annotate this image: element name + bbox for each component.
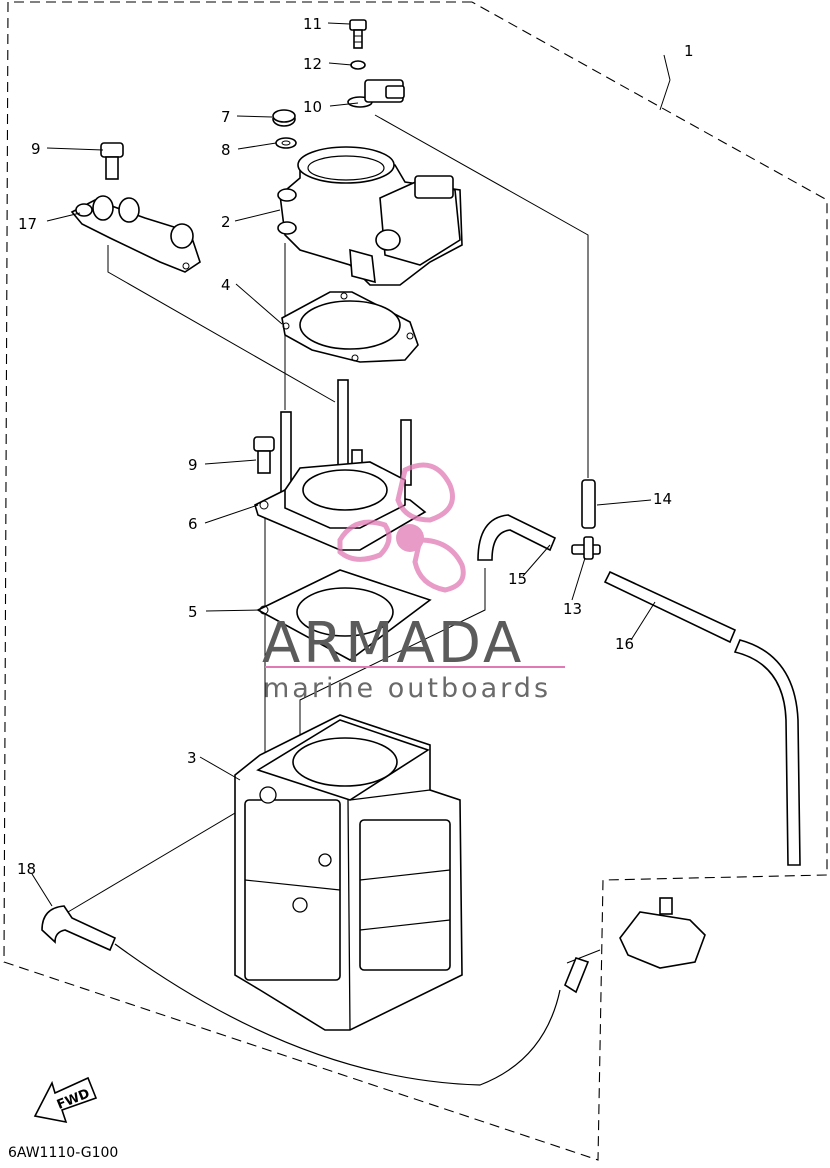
callout-18: 18 xyxy=(17,860,36,878)
diagram-code: 6AW1110-G100 xyxy=(8,1145,118,1161)
fitting-13 xyxy=(571,536,601,560)
callout-13: 13 xyxy=(563,600,582,618)
throttle-body-2 xyxy=(277,146,463,286)
callout-15: 15 xyxy=(508,570,527,588)
armada-logo-icon xyxy=(337,462,466,593)
watermark-brand: ARMADA xyxy=(262,611,524,676)
nut-7 xyxy=(272,109,296,127)
callout-9-mid: 9 xyxy=(188,456,198,474)
bolt-9-mid xyxy=(253,436,275,474)
intake-manifold-3 xyxy=(234,714,463,1031)
reference-lines xyxy=(67,114,601,964)
callout-9-top: 9 xyxy=(31,140,41,158)
bolt-11 xyxy=(349,19,367,49)
bracket-17 xyxy=(70,195,201,273)
watermark-tagline: marine outboards xyxy=(263,673,551,704)
assembly-boundary xyxy=(3,1,828,1161)
hose-18-line xyxy=(114,943,561,1086)
callout-leaders xyxy=(31,22,671,907)
callout-11: 11 xyxy=(303,15,322,33)
tube-14 xyxy=(581,479,596,529)
hose-18-end xyxy=(564,957,590,994)
sensor-10 xyxy=(347,79,405,108)
washer-8 xyxy=(275,137,297,149)
gasket-4 xyxy=(281,291,419,363)
callout-6: 6 xyxy=(188,515,198,533)
callout-2: 2 xyxy=(221,213,231,231)
callout-10: 10 xyxy=(303,98,322,116)
hose-15 xyxy=(477,514,557,561)
solenoid xyxy=(619,897,706,969)
gasket-5 xyxy=(256,569,432,661)
hose-18 xyxy=(41,905,117,952)
callout-4: 4 xyxy=(221,276,231,294)
callout-3: 3 xyxy=(187,749,197,767)
fwd-arrow: FWD xyxy=(33,1076,98,1124)
callout-5: 5 xyxy=(188,603,198,621)
callout-17: 17 xyxy=(18,215,37,233)
callouts: 1 2 3 4 5 6 7 8 9 9 10 11 12 13 14 15 16… xyxy=(17,15,694,878)
adapter-plate-6 xyxy=(254,461,427,551)
hose-16 xyxy=(603,570,801,866)
bolt-9-top xyxy=(100,142,124,180)
washer-12 xyxy=(350,60,366,70)
callout-16: 16 xyxy=(615,635,634,653)
callout-7: 7 xyxy=(221,108,231,126)
washer-8-hole xyxy=(281,140,291,146)
callout-8: 8 xyxy=(221,141,231,159)
callout-1: 1 xyxy=(684,42,694,60)
callout-14: 14 xyxy=(653,490,672,508)
callout-12: 12 xyxy=(303,55,322,73)
